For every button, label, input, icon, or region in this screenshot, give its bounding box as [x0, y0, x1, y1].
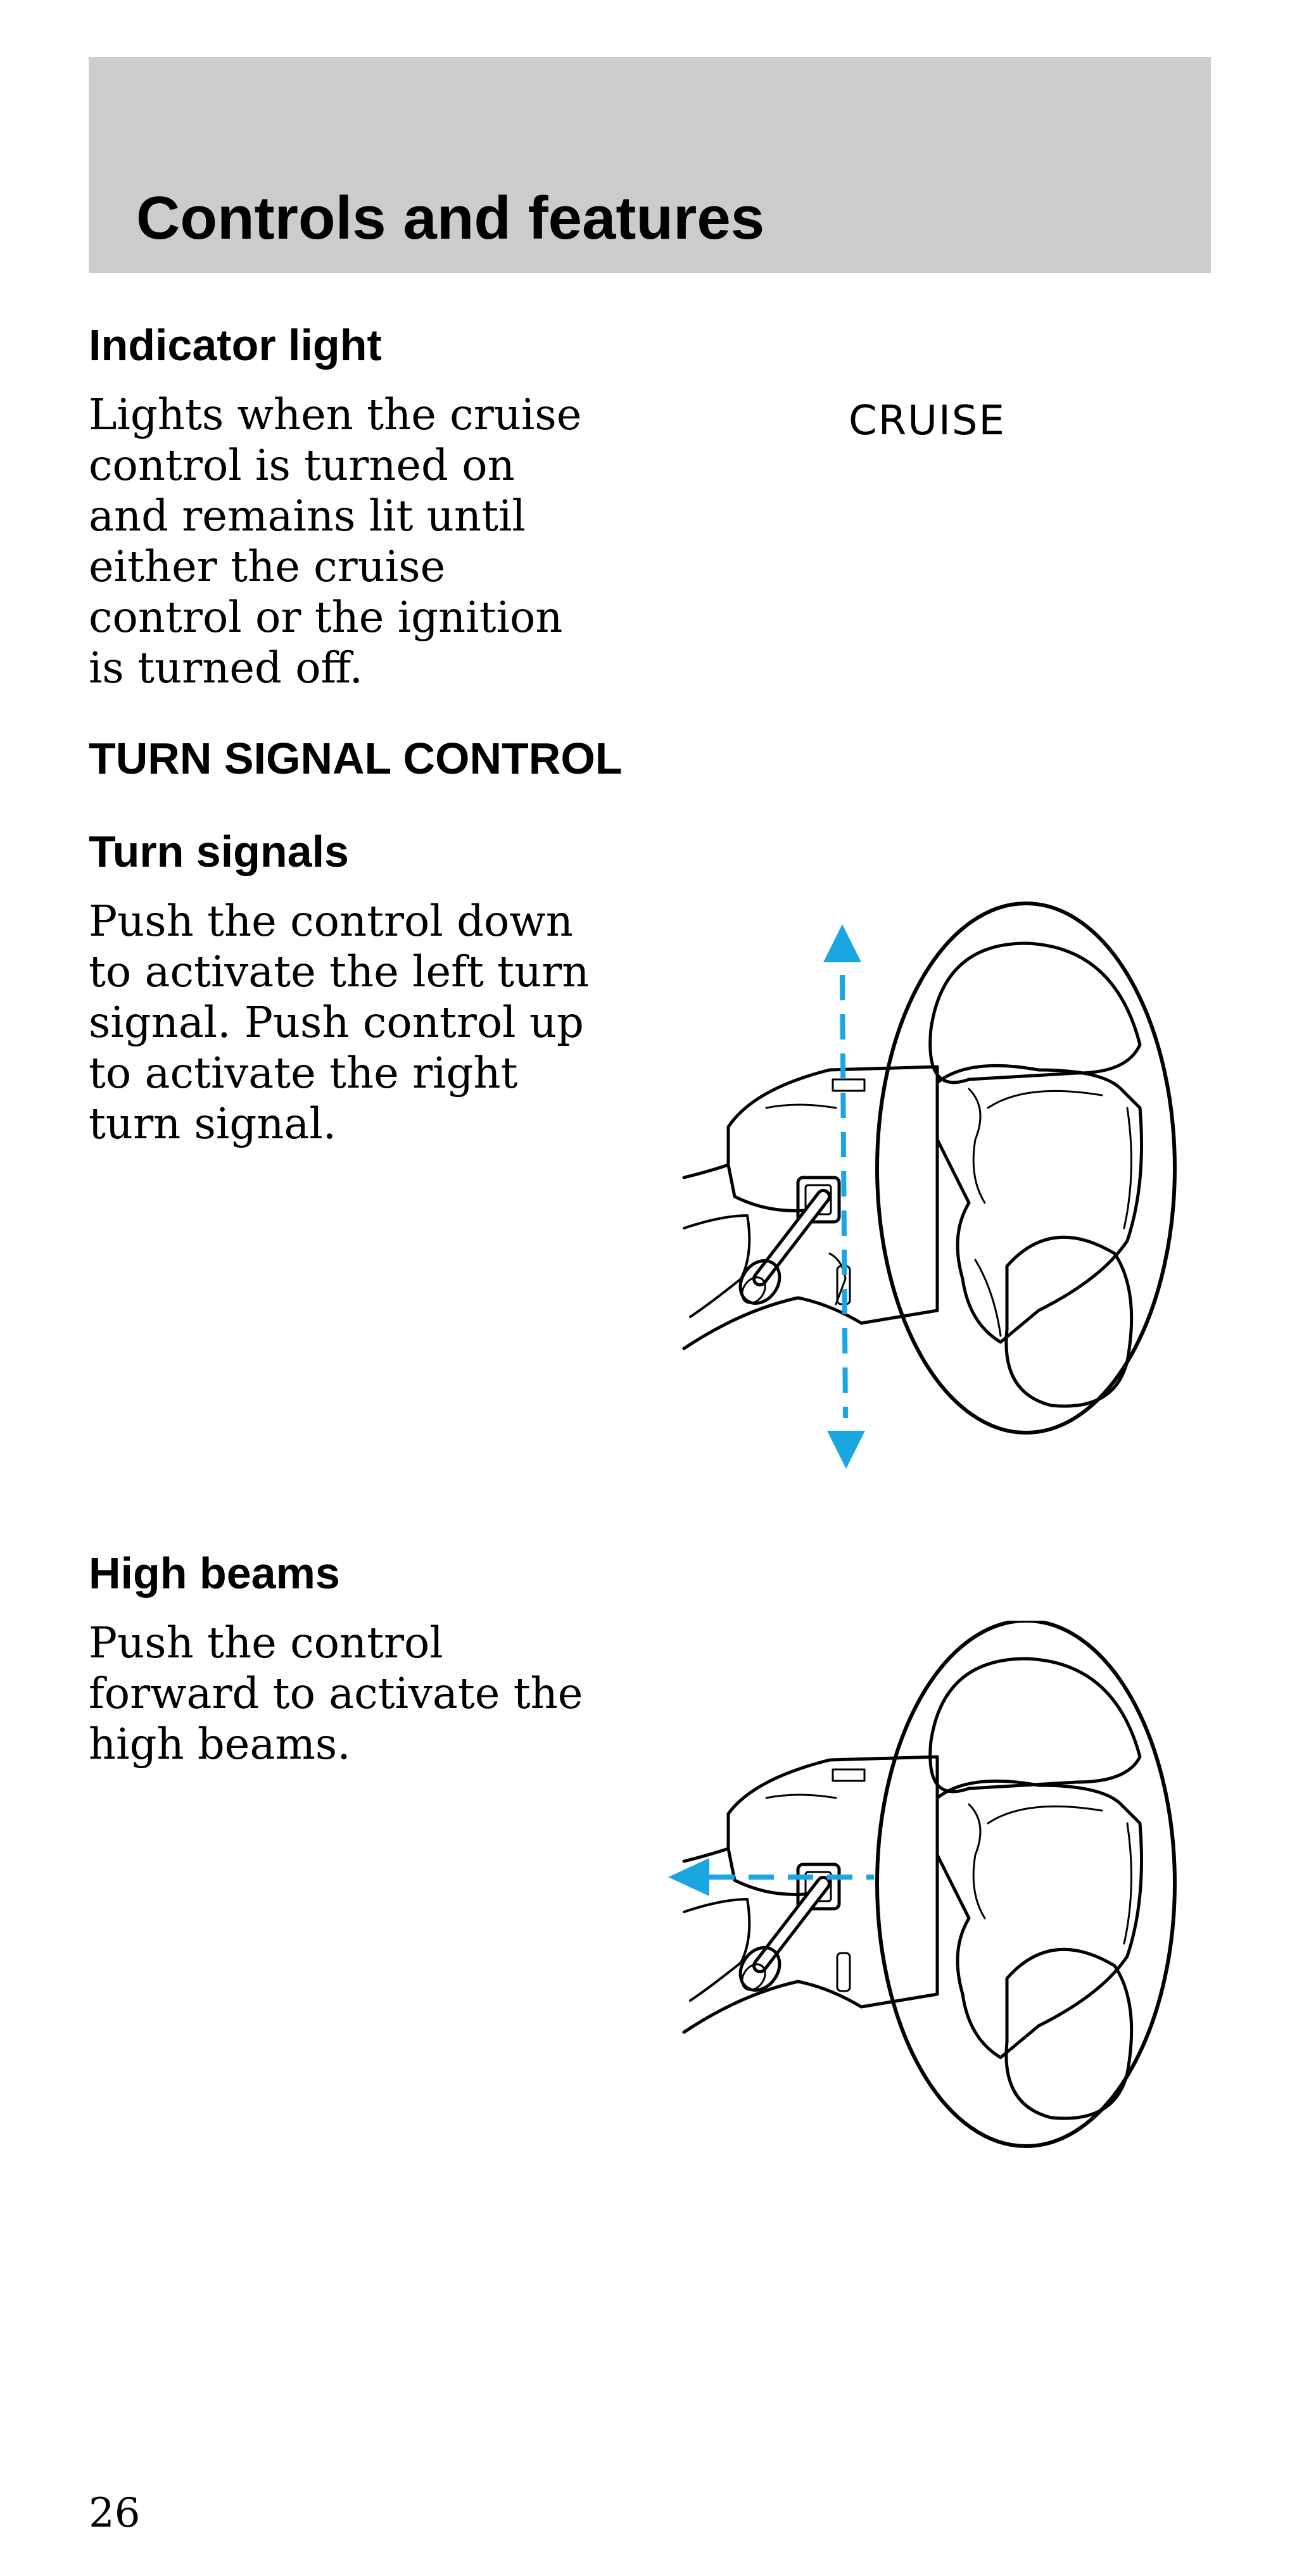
cruise-indicator-label: CRUISE — [849, 398, 1006, 444]
high-beams-text: Push the control forward to activate the… — [89, 1618, 583, 1769]
high-beam-illustration — [659, 1621, 1178, 2159]
page-number: 26 — [89, 2490, 141, 2537]
up-down-arrow-icon — [823, 924, 865, 1469]
turn-signal-section-heading: TURN SIGNAL CONTROL — [89, 734, 623, 783]
indicator-light-heading: Indicator light — [89, 320, 382, 370]
indicator-light-text: Lights when the cruise control is turned… — [89, 390, 582, 693]
page-title: Controls and features — [136, 184, 765, 252]
turn-signals-heading: Turn signals — [89, 827, 349, 876]
turn-signals-text: Push the control down to activate the le… — [89, 896, 590, 1148]
high-beams-heading: High beams — [89, 1549, 340, 1598]
steering-wheel-icon — [668, 1621, 1177, 2148]
page-header: Controls and features — [89, 57, 1211, 273]
steering-wheel-icon — [682, 902, 1177, 1469]
turn-signal-illustration — [671, 899, 1178, 1469]
forward-arrow-icon — [668, 1858, 874, 1896]
